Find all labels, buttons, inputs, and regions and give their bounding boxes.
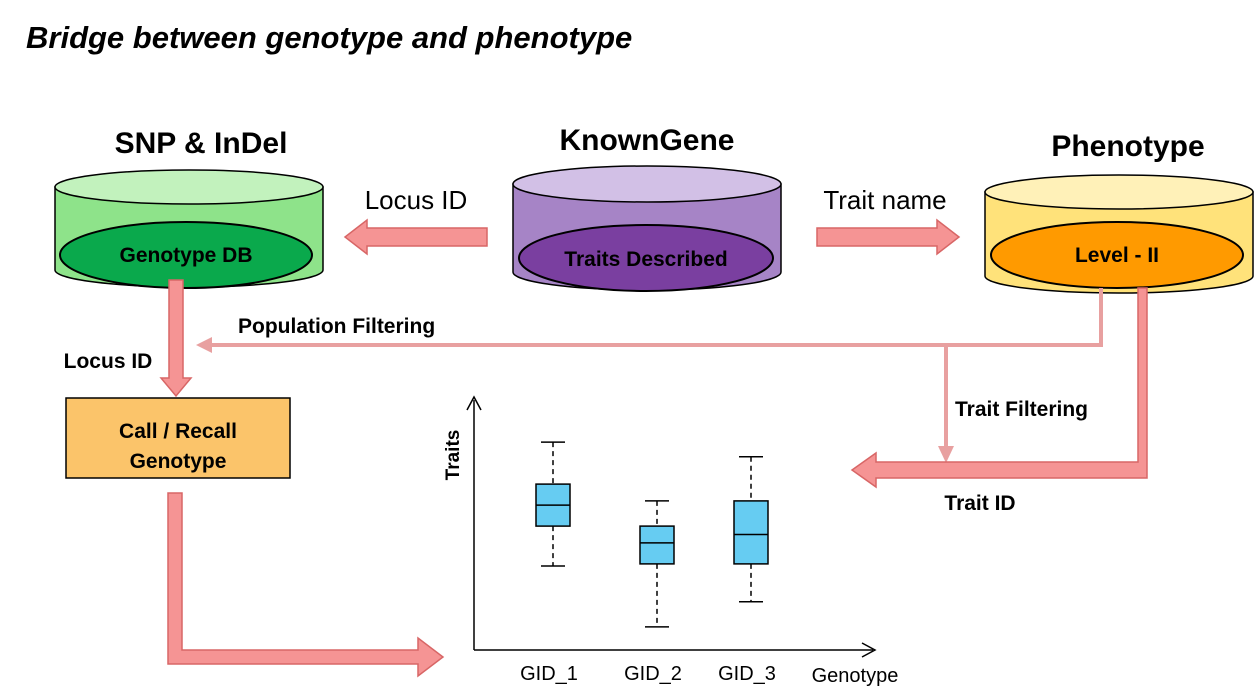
box-gid-1: GID_1 xyxy=(520,441,578,685)
snp-db-title: SNP & InDel xyxy=(115,127,288,160)
box-gid-2: GID_2 xyxy=(624,500,682,685)
genotype-db-ellipse xyxy=(59,221,313,289)
population-filtering-arrow xyxy=(196,288,1103,353)
trait-name-arrow xyxy=(816,218,961,256)
iqr-box xyxy=(733,500,769,565)
knowngene-database: Traits Described xyxy=(512,165,782,292)
locus-id-top-label: Locus ID xyxy=(365,185,468,215)
genotype-db-label: Genotype DB xyxy=(119,244,252,267)
trait-filtering-label: Trait Filtering xyxy=(955,398,1088,421)
phenotype-database: Level - II xyxy=(984,174,1254,294)
traits-described-ellipse xyxy=(518,224,774,292)
phenotype-db-title: Phenotype xyxy=(1051,130,1204,163)
y-axis-label: Traits xyxy=(443,430,464,481)
trait-name-label: Trait name xyxy=(823,185,946,215)
snp-indel-database: Genotype DB xyxy=(54,169,324,289)
x-tick-label: GID_3 xyxy=(718,663,776,685)
box-gid-3: GID_3 xyxy=(718,456,776,685)
box-plot-chart: Traits Genotype GID_1 GID_2 GID_3 xyxy=(443,395,899,687)
page-title: Bridge between genotype and phenotype xyxy=(26,20,632,55)
x-axis-arrowhead xyxy=(861,642,877,658)
locus-id-left-label: Locus ID xyxy=(64,350,153,373)
population-filtering-label: Population Filtering xyxy=(238,315,435,338)
genotype-label: Genotype xyxy=(130,450,227,473)
traits-described-label: Traits Described xyxy=(564,248,727,271)
trait-filtering-arrow xyxy=(938,345,954,463)
x-tick-label: GID_1 xyxy=(520,663,578,685)
level-ii-label: Level - II xyxy=(1075,244,1159,267)
iqr-box xyxy=(639,525,675,565)
trait-id-label: Trait ID xyxy=(944,492,1015,515)
locus-id-arrow xyxy=(343,218,488,256)
call-recall-genotype-box: Call / Recall Genotype xyxy=(65,397,291,479)
trait-id-arrow xyxy=(850,287,1148,489)
knowngene-db-title: KnownGene xyxy=(559,124,734,157)
genotype-to-chart-arrow xyxy=(167,492,445,678)
x-axis-label: Genotype xyxy=(812,665,899,687)
call-recall-label: Call / Recall xyxy=(119,420,237,443)
x-tick-label: GID_2 xyxy=(624,663,682,685)
level-ii-ellipse xyxy=(990,221,1244,289)
locus-id-down-arrow xyxy=(159,279,193,398)
y-axis-arrowhead xyxy=(466,395,482,411)
